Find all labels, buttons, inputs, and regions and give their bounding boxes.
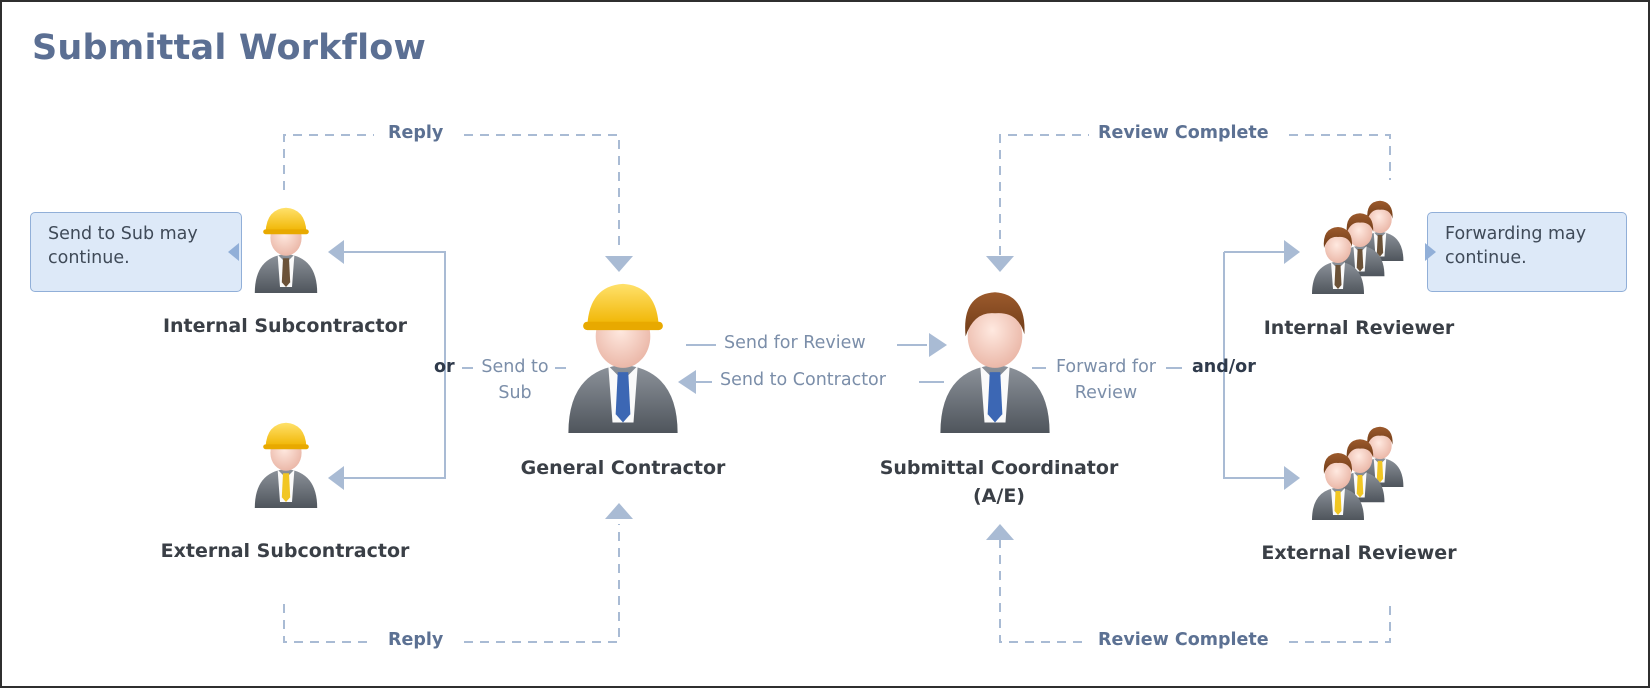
callout-left-pointer bbox=[228, 243, 239, 261]
general-contractor-icon bbox=[568, 283, 678, 433]
review-complete-bottom-line bbox=[999, 539, 1089, 643]
reply-bottom-line bbox=[283, 604, 374, 643]
external-subcontractor-label: External Subcontractor bbox=[160, 540, 410, 562]
callout-forwarding: Forwarding may continue. bbox=[1427, 212, 1627, 292]
page-title: Submittal Workflow bbox=[32, 28, 427, 68]
send-to-contractor-label: Send to Contractor bbox=[720, 370, 886, 390]
internal-subcontractor-label: Internal Subcontractor bbox=[162, 315, 408, 337]
reply-top-line-right bbox=[464, 134, 620, 250]
callout-send-to-sub: Send to Sub may continue. bbox=[30, 212, 242, 292]
general-contractor-label: General Contractor bbox=[520, 457, 726, 479]
internal-reviewer-icon bbox=[1312, 200, 1404, 294]
submittal-coordinator-label-line2: (A/E) bbox=[973, 485, 1025, 507]
review-complete-top-label: Review Complete bbox=[1098, 123, 1269, 143]
reply-bottom-line-right bbox=[464, 524, 620, 643]
review-complete-bottom-label: Review Complete bbox=[1098, 630, 1269, 650]
send-to-sub-bracket bbox=[340, 251, 446, 479]
reply-top-line bbox=[283, 134, 374, 190]
review-complete-top-line bbox=[999, 134, 1089, 255]
reply-top-label: Reply bbox=[388, 123, 444, 143]
submittal-coordinator-icon bbox=[940, 292, 1050, 433]
send-to-sub-label-line2: Sub bbox=[498, 383, 532, 403]
forward-for-review-label-line2: Review bbox=[1074, 383, 1138, 403]
callout-left-text: Send to Sub may continue. bbox=[48, 224, 198, 268]
and-or-connector: and/or bbox=[1192, 357, 1256, 377]
external-subcontractor-icon bbox=[254, 422, 318, 508]
or-connector: or bbox=[434, 357, 455, 377]
callout-right-text: Forwarding may continue. bbox=[1445, 224, 1587, 268]
review-complete-top-line-right bbox=[1289, 134, 1391, 180]
internal-reviewer-label: Internal Reviewer bbox=[1263, 317, 1455, 339]
review-complete-bottom-line-right bbox=[1289, 602, 1391, 643]
send-for-review-label: Send for Review bbox=[724, 333, 866, 353]
send-to-sub-label: Send to bbox=[481, 357, 549, 377]
external-reviewer-label: External Reviewer bbox=[1261, 542, 1457, 564]
callout-right-pointer bbox=[1425, 243, 1436, 261]
reply-bottom-label: Reply bbox=[388, 630, 444, 650]
forward-for-review-label: Forward for bbox=[1055, 357, 1156, 377]
internal-subcontractor-icon bbox=[254, 207, 318, 293]
submittal-coordinator-label: Submittal Coordinator bbox=[879, 457, 1119, 479]
external-reviewer-icon bbox=[1312, 426, 1404, 520]
